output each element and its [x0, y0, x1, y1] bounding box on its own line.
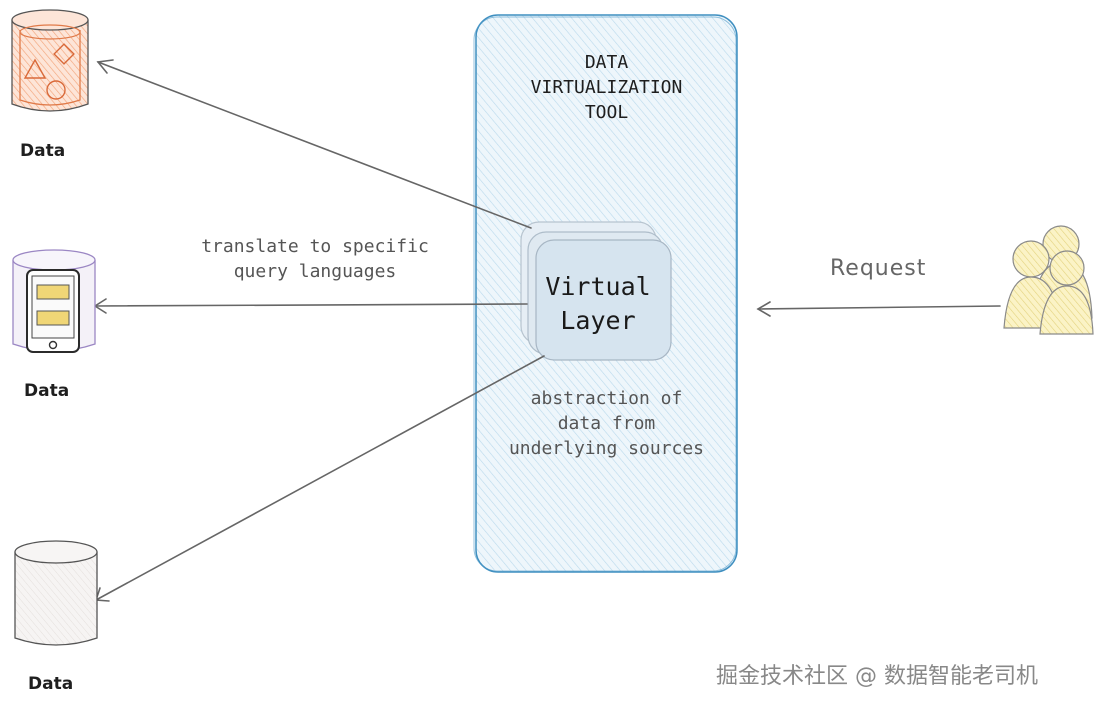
connection-arrows	[93, 59, 1001, 602]
plain-database-icon	[14, 540, 98, 646]
tablet-database-icon	[12, 249, 96, 353]
virtual-layer-line-1: Virtual	[545, 272, 651, 301]
data-label-3: Data	[28, 674, 74, 694]
translate-line-1: translate to specific	[201, 236, 429, 257]
arrow-to-data-1	[97, 61, 532, 229]
virtual-layer-box	[520, 221, 672, 361]
tool-title: DATA VIRTUALIZATION TOOL	[476, 50, 737, 125]
abstraction-line-1: abstraction of	[530, 388, 683, 409]
data-label-1: Data	[20, 141, 66, 161]
virtual-layer-label: Virtual Layer	[528, 270, 668, 338]
arrow-to-data-2	[94, 303, 528, 307]
users-icon	[1003, 225, 1094, 335]
abstraction-note: abstraction of data from underlying sour…	[480, 386, 733, 461]
tool-title-line-2: VIRTUALIZATION	[530, 77, 683, 98]
arrow-to-data-3	[95, 355, 545, 601]
orange-shapes-database-icon	[11, 9, 89, 112]
abstraction-line-3: underlying sources	[508, 438, 705, 459]
arrow-request	[757, 305, 1001, 310]
watermark-text: 掘金技术社区 @ 数据智能老司机	[716, 664, 1038, 689]
tool-title-line-3: TOOL	[584, 102, 629, 123]
data-label-2: Data	[24, 381, 70, 401]
translate-note: translate to specific query languages	[170, 234, 460, 284]
abstraction-line-2: data from	[557, 413, 656, 434]
request-label: Request	[830, 256, 927, 281]
virtual-layer-line-2: Layer	[560, 306, 636, 335]
tool-title-line-1: DATA	[584, 52, 629, 73]
translate-line-2: query languages	[233, 261, 397, 282]
